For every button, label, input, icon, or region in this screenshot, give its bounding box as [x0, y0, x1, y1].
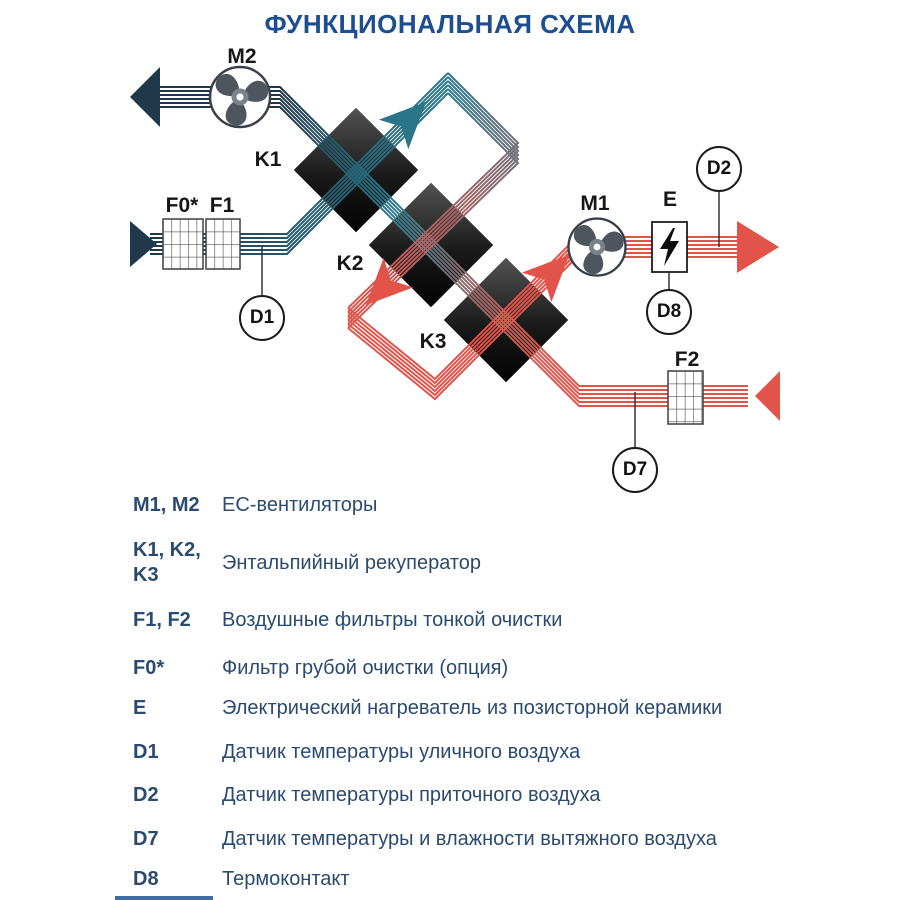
legend-row: K1, K2, K3 Энтальпийный рекуператор	[133, 535, 481, 591]
extract-in-arrow	[755, 371, 780, 421]
legend-key: K1, K2, K3	[133, 539, 201, 586]
page-title: ФУНКЦИОНАЛЬНАЯ СХЕМА	[264, 9, 636, 39]
legend-desc: Электрический нагреватель из позисторной…	[222, 696, 723, 719]
label-k2: K2	[336, 252, 364, 275]
label-f2: F2	[674, 348, 700, 371]
sensor-d2: D2	[696, 146, 742, 192]
legend-key: D2	[133, 783, 159, 806]
label-f1: F1	[209, 194, 235, 217]
sensor-d8: D8	[646, 289, 692, 335]
legend-desc: Фильтр грубой очистки (опция)	[222, 656, 509, 679]
legend-desc: Датчик температуры и влажности вытяжного…	[222, 827, 717, 850]
legend-desc: Воздушные фильтры тонкой очистки	[222, 608, 563, 631]
fan-m2-icon	[208, 65, 272, 131]
sensor-d7: D7	[612, 447, 658, 493]
legend-key: D1	[133, 740, 159, 763]
legend-desc: Датчик температуры приточного воздуха	[222, 783, 601, 806]
legend-desc: Энтальпийный рекуператор	[222, 551, 482, 574]
legend-key: D8	[133, 867, 159, 890]
bottom-divider	[115, 896, 213, 900]
exhaust-out-arrow	[130, 67, 160, 127]
fan-m1-icon	[567, 217, 627, 279]
label-m1: M1	[580, 192, 610, 215]
legend-row: D7 Датчик температуры и влажности вытяжн…	[133, 825, 717, 853]
legend-row: E Электрический нагреватель из позисторн…	[133, 694, 722, 722]
filter-f1	[205, 218, 241, 270]
legend-key: D7	[133, 827, 159, 850]
schematic-diagram: M2 K1 K2 K3 F0* F1 M1 E F2 D1 D2 D7 D8	[0, 40, 900, 500]
legend-key: E	[133, 696, 147, 719]
intake-arrow	[130, 221, 157, 267]
heater-e	[651, 221, 688, 273]
label-f0: F0*	[165, 194, 199, 217]
supply-out-arrow	[737, 221, 779, 273]
legend-row: D1 Датчик температуры уличного воздуха	[133, 738, 580, 766]
label-k1: K1	[254, 148, 282, 171]
legend-desc: Термоконтакт	[222, 867, 350, 890]
legend-row: F1, F2 Воздушные фильтры тонкой очистки	[133, 606, 562, 634]
legend-row: D8 Термоконтакт	[133, 865, 350, 893]
legend-row: D2 Датчик температуры приточного воздуха	[133, 781, 601, 809]
sensor-connectors	[261, 192, 720, 447]
filter-f0	[162, 218, 204, 270]
lightning-icon	[660, 228, 679, 266]
legend-key: F0*	[133, 656, 165, 679]
legend-desc: Датчик температуры уличного воздуха	[222, 740, 581, 763]
label-e: E	[662, 188, 678, 211]
flow-terminal-arrows	[130, 67, 780, 421]
label-m2: M2	[227, 45, 257, 68]
filter-f2	[667, 370, 704, 425]
schematic-svg	[130, 65, 780, 447]
legend-row: F0* Фильтр грубой очистки (опция)	[133, 654, 508, 682]
label-k3: K3	[419, 330, 447, 353]
legend-key: F1, F2	[133, 608, 191, 631]
sensor-d1: D1	[239, 295, 285, 341]
